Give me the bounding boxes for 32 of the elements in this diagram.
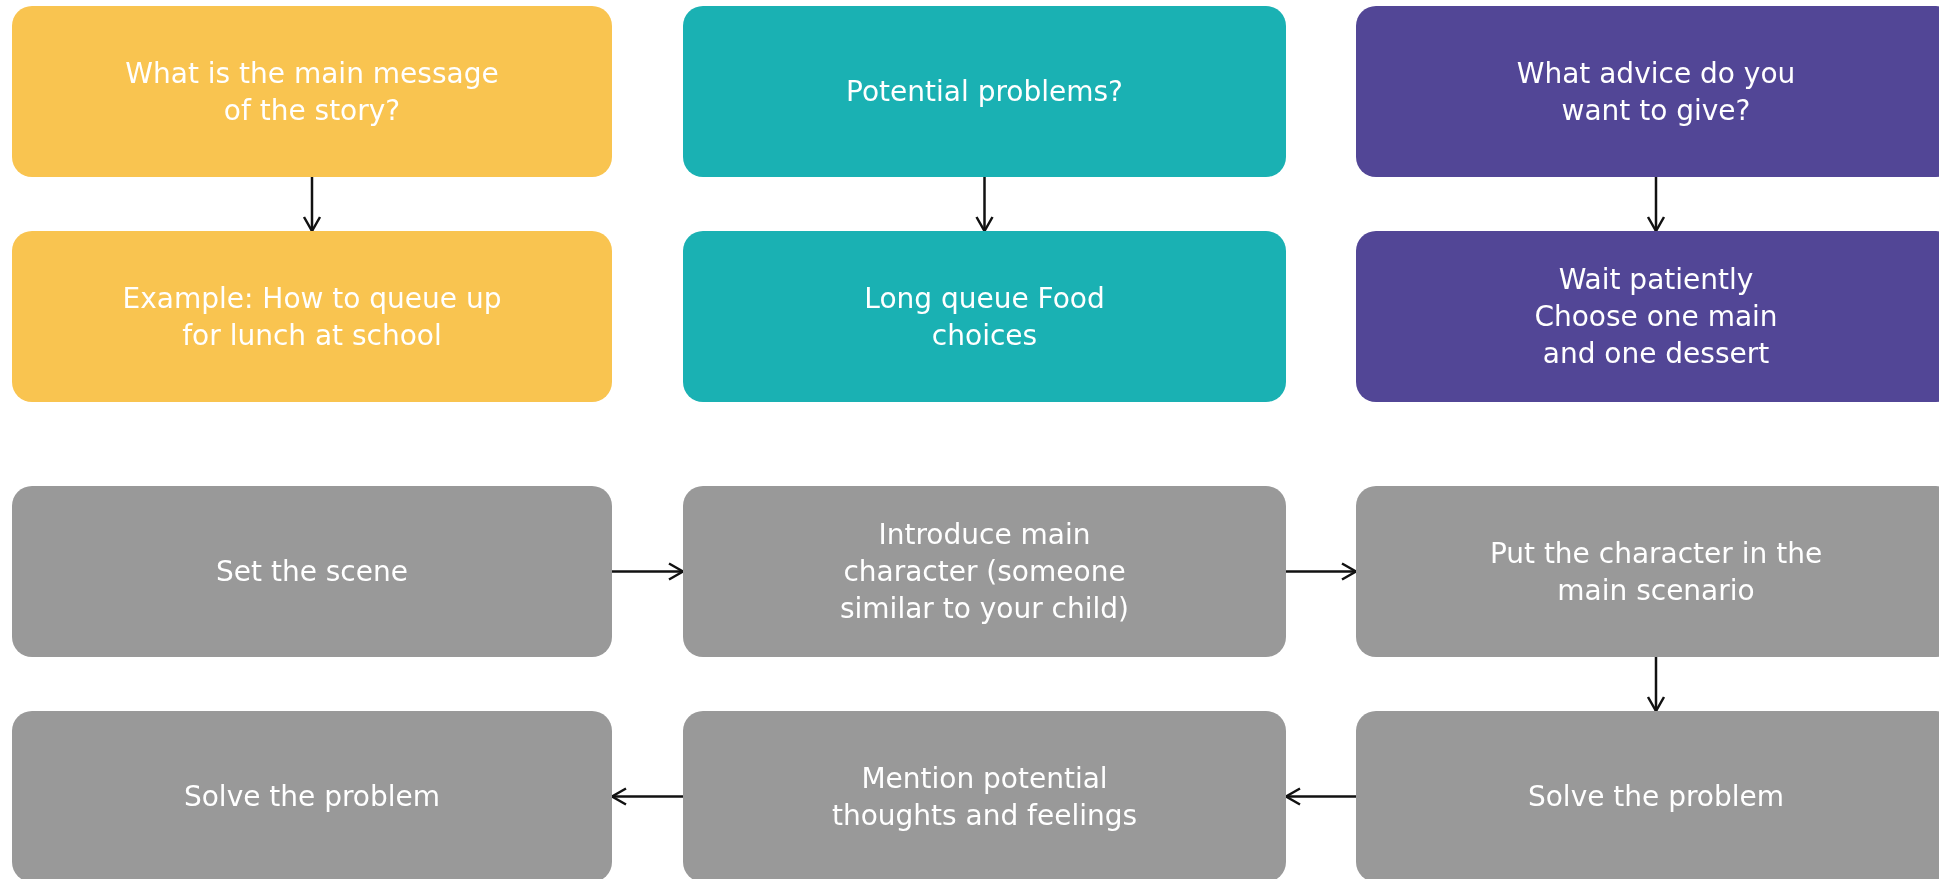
box-label: Introduce main character (someone similar to your child)	[838, 517, 1130, 627]
process-box	[683, 486, 1286, 657]
arrow	[610, 787, 683, 806]
box-label: What advice do you want to give?	[1515, 55, 1797, 129]
arrow	[1646, 177, 1666, 233]
process-box	[12, 486, 612, 657]
box-label: Wait patiently Choose one main and one dessert	[1533, 262, 1779, 372]
arrow	[1286, 562, 1358, 581]
arrow	[612, 562, 685, 581]
box-label: Set the scene	[216, 554, 408, 590]
process-box	[12, 231, 612, 402]
process-box	[1356, 486, 1939, 657]
process-box	[12, 711, 612, 879]
process-box	[683, 711, 1286, 879]
box-label: Potential problems?	[846, 74, 1123, 110]
box-label: Solve the problem	[1527, 779, 1785, 815]
arrow	[1646, 657, 1666, 713]
process-box	[683, 231, 1286, 402]
box-label: Mention potential thoughts and feelings	[830, 760, 1139, 834]
box-label: What is the main message of the story?	[124, 55, 500, 129]
arrow	[1284, 787, 1356, 806]
box-label: Solve the problem	[183, 779, 441, 815]
box-label: Long queue Food choices	[863, 280, 1106, 354]
arrow	[975, 177, 994, 233]
process-box	[683, 6, 1286, 177]
process-box	[1356, 231, 1939, 402]
box-label: Example: How to queue up for lunch at school	[121, 280, 503, 354]
arrow	[302, 177, 322, 233]
process-box	[1356, 711, 1939, 879]
process-box	[1356, 6, 1939, 177]
box-label: Put the character in the main scenario	[1488, 535, 1824, 609]
process-box	[12, 6, 612, 177]
